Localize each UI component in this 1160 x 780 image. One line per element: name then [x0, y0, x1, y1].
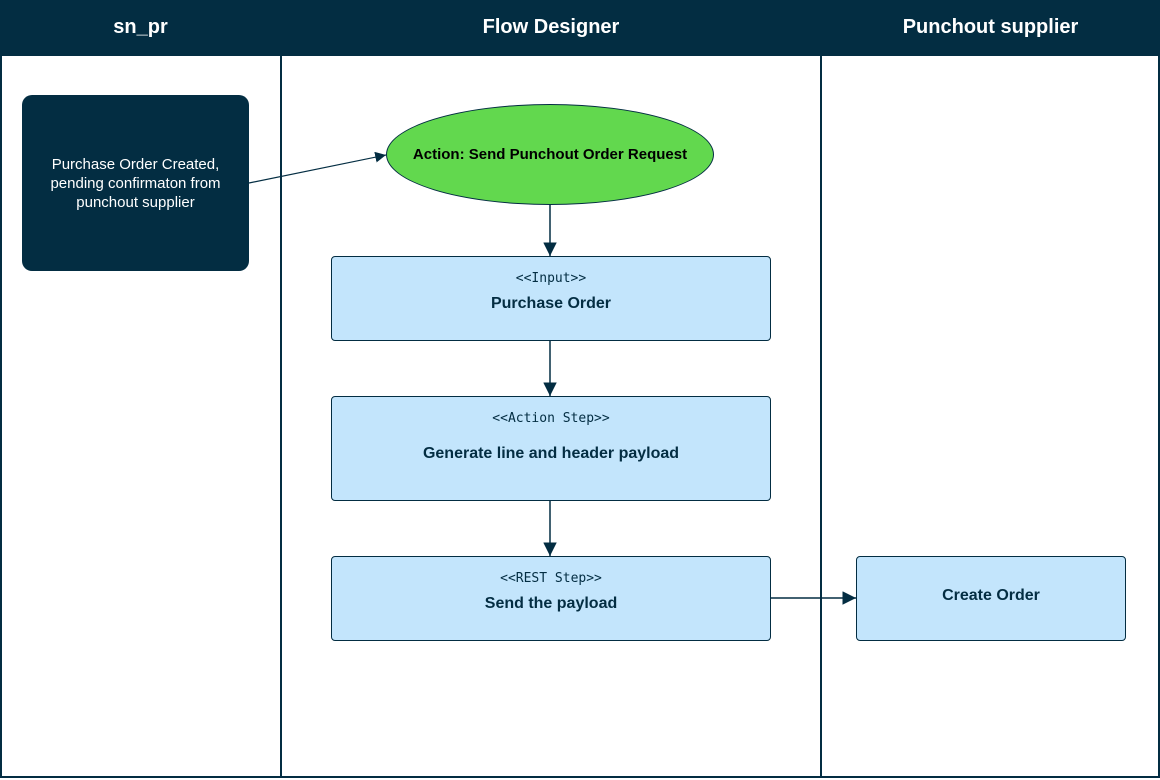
input-stereotype: <<Input>>	[515, 271, 587, 286]
send-punchout-order-action[interactable]: Action: Send Punchout Order Request	[386, 104, 714, 205]
rest-step-box[interactable]: <<REST Step>> Send the payload	[331, 556, 771, 641]
action-step-title: Generate line and header payload	[422, 445, 680, 462]
rest-step-title: Send the payload	[484, 595, 618, 612]
lane-title-flow-designer: Flow Designer	[482, 16, 620, 38]
rest-step-stereotype: <<REST Step>>	[500, 571, 602, 586]
connector-note-to-action	[248, 151, 387, 184]
purchase-order-created-note[interactable]: Purchase Order Created, pending confirma…	[22, 95, 249, 271]
input-step-box[interactable]: <<Input>> Purchase Order	[331, 256, 771, 341]
swimlane-header-bar	[0, 0, 1160, 56]
input-title: Purchase Order	[490, 295, 612, 312]
lane-title-sn-pr: sn_pr	[113, 16, 168, 38]
create-order-box[interactable]: Create Order	[856, 556, 1126, 641]
action-label: Action: Send Punchout Order Request	[412, 146, 688, 163]
lane-title-punchout-supplier: Punchout supplier	[902, 16, 1079, 38]
create-order-title: Create Order	[942, 587, 1040, 604]
action-step-stereotype: <<Action Step>>	[492, 411, 610, 426]
lane-punchout-supplier	[820, 56, 1160, 778]
action-step-box[interactable]: <<Action Step>> Generate line and header…	[331, 396, 771, 501]
